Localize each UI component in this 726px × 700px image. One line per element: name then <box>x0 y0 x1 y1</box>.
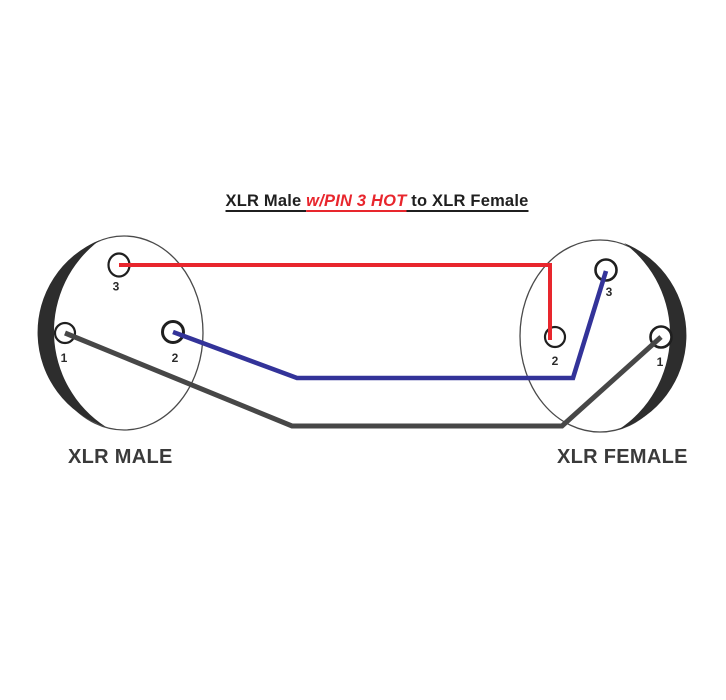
title-segment-black-1: XLR Male <box>225 192 307 210</box>
male-pin-1-number: 1 <box>61 351 68 365</box>
female-pin-3-number: 3 <box>606 285 613 299</box>
hot-wire-pin3-to-pin2 <box>119 263 552 340</box>
female-connector-label: XLR FEMALE <box>557 446 688 468</box>
male-connector-label: XLR MALE <box>68 446 173 468</box>
female-pin-3 <box>594 258 618 282</box>
male-pin-2-number: 2 <box>172 351 179 365</box>
title-segment-red-hot: w/PIN 3 HOT <box>306 192 407 210</box>
male-pin-3-number: 3 <box>113 280 120 294</box>
cold-wire-pin2-to-pin3 <box>172 270 609 381</box>
female-pin-2-number: 2 <box>552 354 559 368</box>
diagram-title: XLR Male w/PIN 3 HOT to XLR Female <box>226 193 529 210</box>
female-connector-rim <box>618 243 687 430</box>
male-connector-rim <box>37 240 106 427</box>
title-segment-black-2: to XLR Female <box>406 192 529 210</box>
ground-wire-pin1-to-pin1 <box>64 330 663 429</box>
female-pin-1-number: 1 <box>657 355 664 369</box>
